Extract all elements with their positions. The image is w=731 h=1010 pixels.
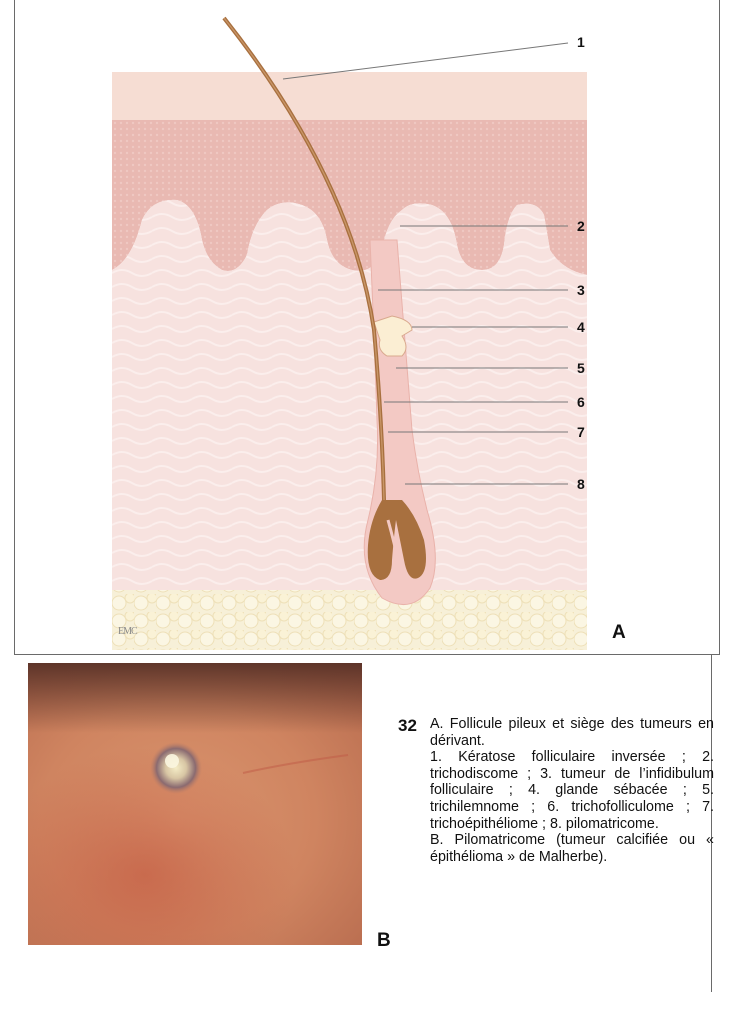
callout-6: 6 (577, 394, 585, 410)
caption-panel-b: B. Pilomatricome (tumeur calcifiée ou « … (430, 832, 714, 865)
emc-watermark: EMC (118, 626, 137, 637)
callout-2: 2 (577, 218, 585, 234)
callout-3: 3 (577, 282, 585, 298)
callout-4: 4 (577, 319, 585, 335)
callout-5: 5 (577, 360, 585, 376)
figure-number: 32 (398, 716, 417, 736)
panel-b-label: B (377, 930, 391, 952)
callout-1: 1 (577, 34, 585, 50)
caption-list: 1. Kératose folliculaire inversée ; 2. t… (430, 749, 714, 832)
nodule (150, 742, 202, 794)
pilomatricoma-photo (28, 663, 362, 945)
callout-8: 8 (577, 476, 585, 492)
figure-caption: 32 A. Follicule pileux et siège des tume… (398, 716, 714, 865)
callout-7: 7 (577, 424, 585, 440)
panel-a-label: A (612, 622, 626, 644)
caption-text: A. Follicule pileux et siège des tumeurs… (430, 716, 714, 865)
caption-panel-a: A. Follicule pileux et siège des tumeurs… (430, 716, 714, 749)
